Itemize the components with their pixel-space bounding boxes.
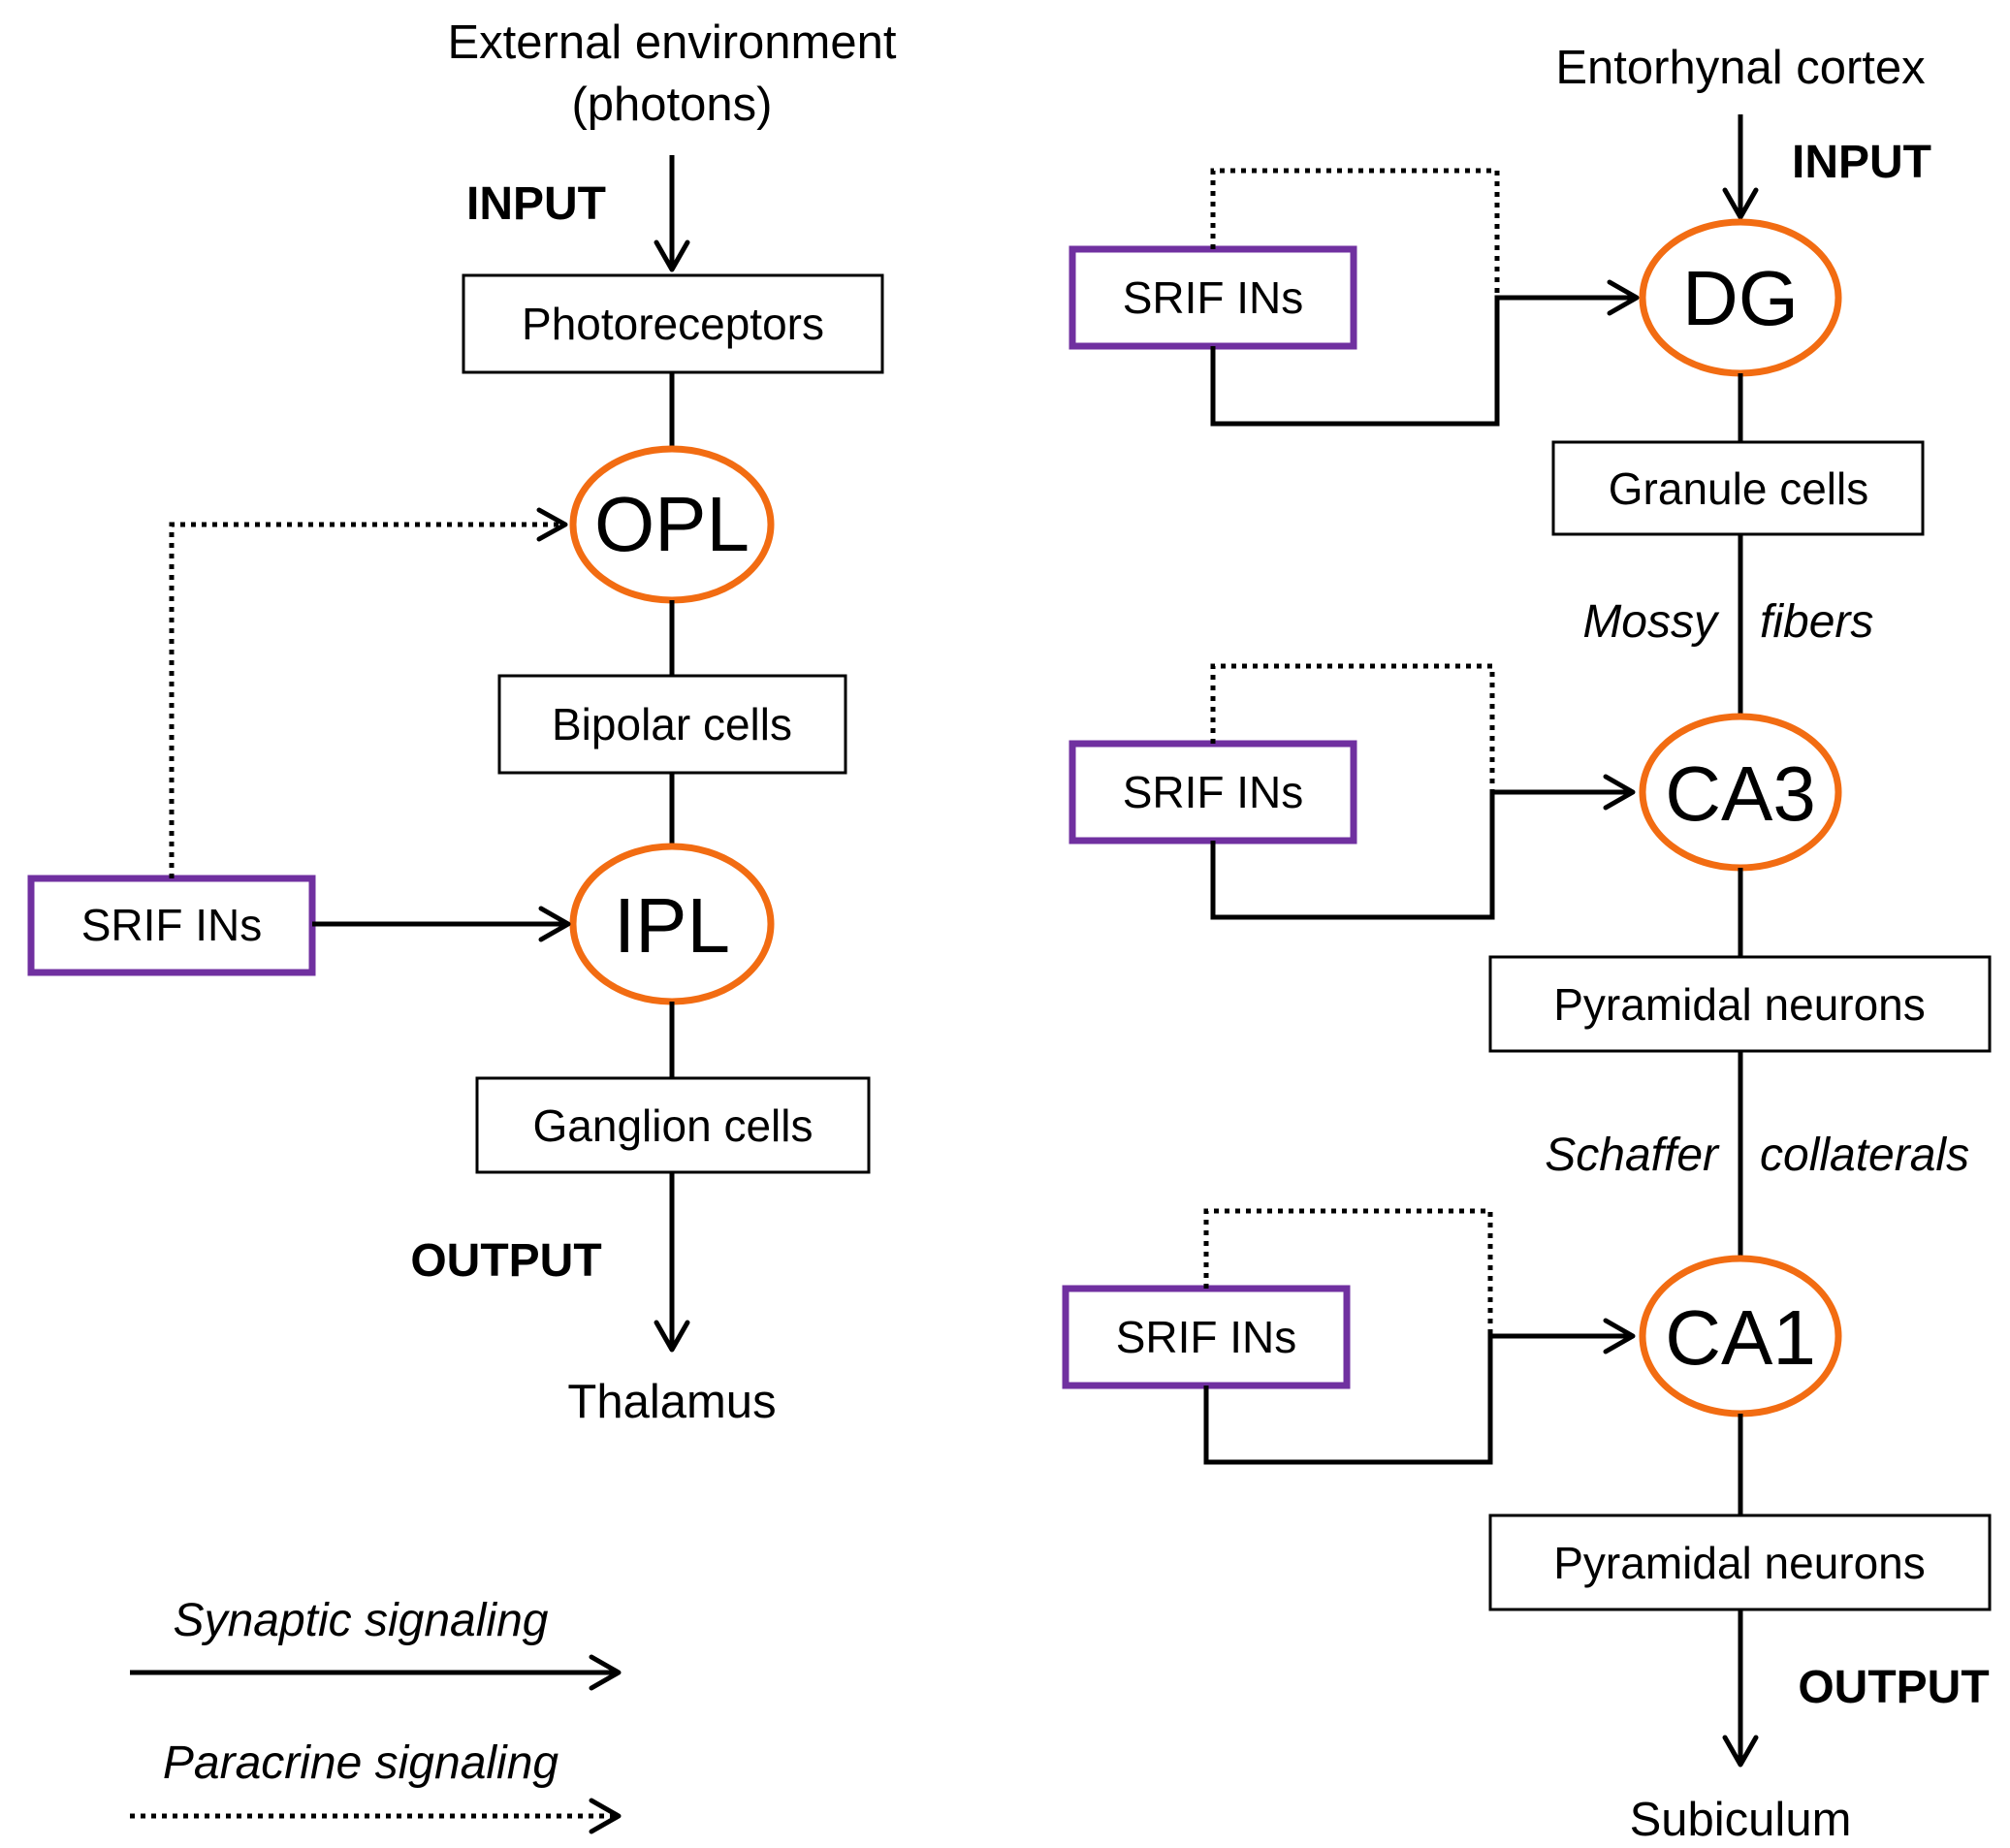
ca3-srif-box	[1069, 740, 1357, 844]
ca3-pyramidal-label: Pyramidal neurons	[1553, 979, 1926, 1030]
hippo-source-label: Entorhynal cortex	[1555, 42, 1925, 94]
bipolar-label: Bipolar cells	[552, 699, 792, 749]
retina-srif-paracrine-line	[169, 522, 565, 878]
hippocampus-circuit: Entorhynal cortex INPUT DG Granule cells…	[1062, 42, 1992, 1846]
retina-srif-label: SRIF INs	[81, 900, 263, 950]
legend-paracrine-label: Paracrine signaling	[163, 1737, 559, 1789]
ca3-srif-paracrine-line	[1210, 663, 1495, 792]
retina-source-note: (photons)	[571, 79, 772, 131]
opl-label: OPL	[594, 481, 750, 567]
dg-label: DG	[1682, 255, 1799, 341]
ca3-label: CA3	[1665, 750, 1816, 837]
retina-circuit: External environment (photons) INPUT Pho…	[27, 16, 897, 1428]
bipolar-box	[497, 674, 847, 775]
ca1-srif-synaptic-line	[1203, 1333, 1633, 1465]
retina-input-label: INPUT	[466, 178, 606, 230]
srif-loop-ca3: SRIF INs	[1069, 663, 1636, 920]
granule-label: Granule cells	[1609, 463, 1868, 514]
retina-input-arrowhead	[654, 239, 690, 272]
retina-srif-synaptic-arrowhead	[538, 906, 571, 942]
hippo-input-label: INPUT	[1792, 137, 1931, 188]
hippo-output-arrowhead	[1722, 1735, 1759, 1768]
retina-output-arrowhead	[654, 1320, 690, 1353]
hippo-output-label: OUTPUT	[1798, 1662, 1989, 1713]
ganglion-box	[475, 1076, 871, 1174]
dg-srif-label: SRIF INs	[1123, 272, 1304, 323]
ca3-srif-label: SRIF INs	[1123, 767, 1304, 817]
hippo-target-label: Subiculum	[1630, 1794, 1852, 1846]
schaffer-label-left: Schaffer	[1545, 1130, 1720, 1181]
legend-synaptic-arrowhead	[589, 1654, 622, 1691]
srif-loop-dg: SRIF INs	[1069, 168, 1640, 427]
ca1-srif-label: SRIF INs	[1116, 1312, 1297, 1362]
ca3-srif-arrowhead	[1603, 774, 1636, 811]
legend-synaptic-label: Synaptic signaling	[174, 1595, 549, 1646]
ca3-srif-synaptic-line	[1210, 789, 1633, 920]
retina-output-label: OUTPUT	[410, 1235, 601, 1287]
mossy-label-left: Mossy	[1582, 596, 1720, 648]
retina-source-label: External environment	[447, 16, 896, 69]
photoreceptors-box	[462, 273, 884, 374]
dg-srif-arrowhead	[1607, 279, 1640, 316]
ca1-pyramidal-box	[1488, 1513, 1992, 1611]
ca1-srif-arrowhead	[1603, 1318, 1636, 1354]
retina-target-label: Thalamus	[567, 1376, 776, 1428]
ca1-label: CA1	[1665, 1294, 1816, 1381]
retina-srif-paracrine-arrowhead	[536, 507, 568, 542]
dg-srif-synaptic-line	[1210, 295, 1637, 427]
ipl-label: IPL	[614, 882, 730, 969]
schaffer-label-right: collaterals	[1760, 1130, 1969, 1181]
ganglion-label: Ganglion cells	[533, 1100, 814, 1151]
ca1-pyramidal-label: Pyramidal neurons	[1553, 1538, 1926, 1588]
srif-loop-ca1: SRIF INs	[1062, 1208, 1636, 1465]
mossy-label-right: fibers	[1760, 596, 1873, 648]
ca3-pyramidal-box	[1488, 955, 1992, 1053]
hippo-input-arrowhead	[1722, 187, 1759, 220]
legend-paracrine-arrowhead	[589, 1798, 622, 1834]
legend: Synaptic signaling Paracrine signaling	[130, 1595, 622, 1834]
photoreceptors-label: Photoreceptors	[522, 299, 824, 349]
